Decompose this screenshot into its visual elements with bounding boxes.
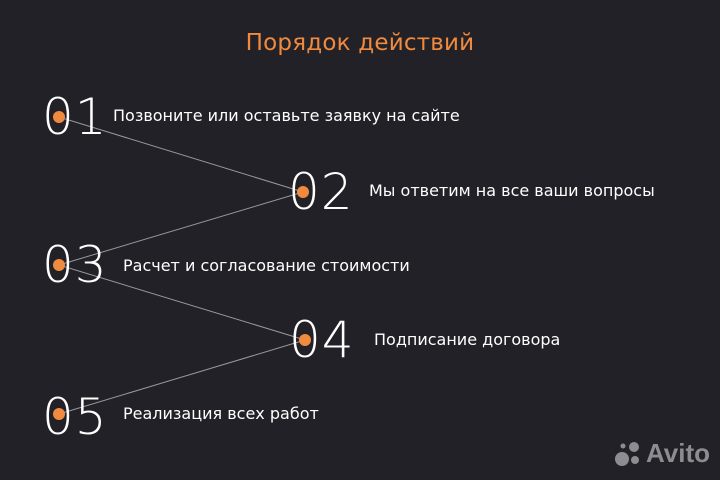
step-dot-icon [299,334,311,346]
avito-logo: Avito [614,438,710,469]
step-dot-icon [53,408,65,420]
avito-dots-icon [615,441,639,466]
step-label: Расчет и согласование стоимости [123,256,410,275]
step-label: Реализация всех работ [123,404,319,423]
step-dot-icon [297,186,309,198]
step-number: 05 [42,388,108,446]
step-dot-icon [53,111,65,123]
step-label: Мы ответим на все ваши вопросы [369,181,655,200]
page-title: Порядок действий [245,30,475,56]
step-label: Позвоните или оставьте заявку на сайте [113,106,460,125]
step-label: Подписание договора [374,330,561,349]
step-dot-icon [53,259,65,271]
step-number: 03 [42,236,108,294]
step-number: 01 [42,88,108,146]
avito-logo-text: Avito [646,438,711,468]
